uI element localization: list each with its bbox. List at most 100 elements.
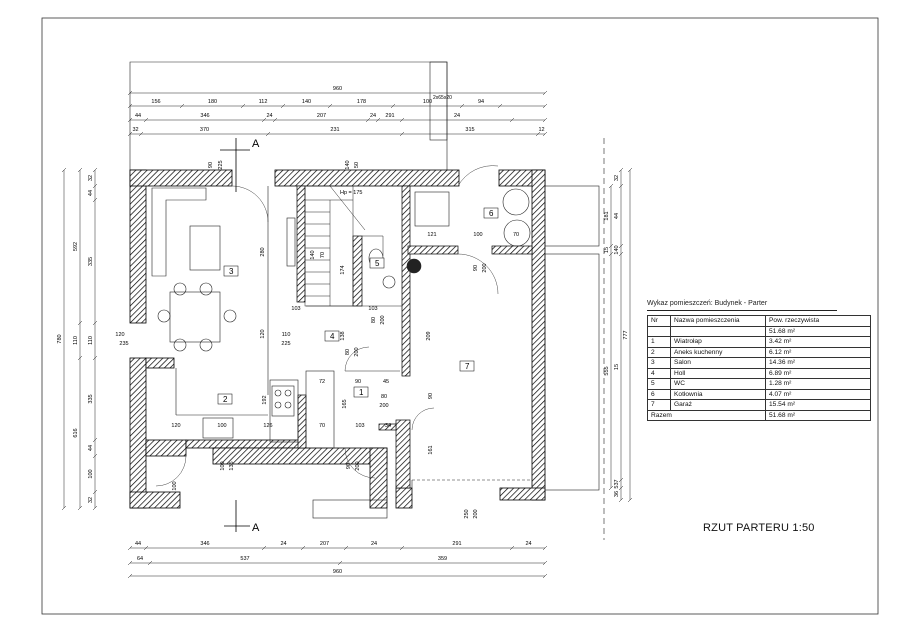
dimension-label: 161 xyxy=(428,445,434,454)
dimension-label: 45 xyxy=(383,379,389,385)
sofa-icon xyxy=(151,187,207,277)
dimension-tick xyxy=(127,117,133,123)
table-row: 5 WC 1.28 m² xyxy=(647,378,871,390)
room-tag-4: 4 xyxy=(330,332,335,341)
dimension-label: 225 xyxy=(218,160,224,169)
dimension-tick xyxy=(92,355,98,361)
dimension-tick xyxy=(535,131,541,137)
dimension-label: 346 xyxy=(200,113,209,119)
dimension-tick xyxy=(280,103,286,109)
dimension-label: 180 xyxy=(208,99,217,105)
dimension-label: 44 xyxy=(135,113,141,119)
table-row: 51.68 m² xyxy=(647,325,871,337)
dimension-label: 156 xyxy=(151,99,160,105)
dimension-tick xyxy=(509,117,515,123)
dimension-label: 90 xyxy=(355,379,361,385)
dimension-label: 616 xyxy=(73,428,79,437)
dimension-tick xyxy=(399,545,405,551)
dimension-label: 960 xyxy=(333,569,342,575)
dimension-label: 200 xyxy=(482,263,488,272)
room-tag-6: 6 xyxy=(489,209,494,218)
dimension-tick xyxy=(127,90,133,96)
dimension-label: 36 xyxy=(614,491,620,497)
stair-note: Hp = 175 xyxy=(340,190,362,196)
dimension-tick xyxy=(542,103,548,109)
dimension-label: 209 xyxy=(426,331,432,340)
coffee-table-icon xyxy=(189,225,221,271)
dimension-tick xyxy=(618,243,624,249)
dimension-label: 80 xyxy=(381,394,387,400)
dimension-label: 103 xyxy=(368,306,377,312)
dimension-label: 64 xyxy=(137,556,143,562)
dimension-tick xyxy=(77,320,83,326)
dimension-tick xyxy=(300,545,306,551)
sheet-frame xyxy=(41,17,879,615)
staircase xyxy=(304,185,384,307)
dining-table-icon xyxy=(169,291,221,343)
dimension-label: 72 xyxy=(319,379,325,385)
dimension-tick xyxy=(77,167,83,173)
dimension-label: 250 xyxy=(464,509,470,518)
dimension-label: 100 xyxy=(473,232,482,238)
dimension-tick xyxy=(92,320,98,326)
dimension-tick xyxy=(542,560,548,566)
dimension-label: 90 xyxy=(428,393,434,399)
dimension-label: 135 xyxy=(229,461,235,470)
dimension-label: 346 xyxy=(200,541,209,547)
dimension-label: 280 xyxy=(260,247,266,256)
room-schedule: Wykaz pomieszczeń: Budynek - Parter Nr N… xyxy=(647,300,871,421)
dimension-tick xyxy=(127,573,133,579)
dimension-tick xyxy=(92,489,98,495)
dimension-label: 120 xyxy=(260,329,266,338)
dimension-label: 537 xyxy=(614,479,620,488)
room-tag-7: 7 xyxy=(465,362,470,371)
dimension-label: 231 xyxy=(330,127,339,133)
table-row: 4 Holl 6.89 m² xyxy=(647,367,871,379)
sink-icon xyxy=(202,417,234,439)
door-swings xyxy=(155,165,499,487)
table-row: 1 Wiatrołap 3.42 m² xyxy=(647,336,871,348)
dimension-tick xyxy=(627,167,633,173)
col-header-nr: Nr xyxy=(647,315,671,327)
dimension-label: 110 xyxy=(88,336,94,345)
dimension-label: 165 xyxy=(342,399,348,408)
exterior-walls xyxy=(129,169,546,509)
dimension-tick xyxy=(127,560,133,566)
dimension-label: 140 xyxy=(614,245,620,254)
dimension-label: 32 xyxy=(132,127,138,133)
partition-lines xyxy=(175,185,600,519)
dimension-label: 32 xyxy=(88,175,94,181)
boiler-icon xyxy=(414,191,450,227)
room-schedule-table: Nr Nazwa pomieszczenia Pow. rzeczywista … xyxy=(647,315,871,421)
dimension-label: 140 xyxy=(310,250,316,259)
washbasin-icon xyxy=(382,275,396,289)
dimension-label: 592 xyxy=(73,242,79,251)
room-tags: 3 2 4 5 1 6 7 xyxy=(217,207,499,405)
table-row: 6 Kotłownia 4.07 m² xyxy=(647,388,871,400)
dimension-label: 44 xyxy=(88,190,94,196)
dimension-tick xyxy=(608,485,614,491)
room-tag-1: 1 xyxy=(359,388,364,397)
dimension-tick xyxy=(459,103,465,109)
dimension-label: 138 xyxy=(340,331,346,340)
dimension-tick xyxy=(92,453,98,459)
col-header-name: Nazwa pomieszczenia xyxy=(670,315,766,327)
boiler-unit-icon xyxy=(406,258,422,274)
dimension-label: 103 xyxy=(291,306,300,312)
dimension-label: 200 xyxy=(354,347,360,356)
tank-icon xyxy=(502,188,530,216)
dimension-label: 94 xyxy=(478,99,484,105)
dimension-label: 50 xyxy=(354,162,360,168)
dimension-label: 90 xyxy=(473,265,479,271)
dimension-tick xyxy=(92,437,98,443)
dimension-label: 24 xyxy=(371,541,377,547)
room-tag-5: 5 xyxy=(375,259,380,268)
dimension-tick xyxy=(138,131,144,137)
dimension-label: 24 xyxy=(370,113,376,119)
roof-outline xyxy=(129,61,448,170)
dimension-tick xyxy=(92,197,98,203)
dimension-tick xyxy=(542,117,548,123)
dimension-tick xyxy=(618,183,624,189)
dimension-label: 120 xyxy=(115,332,124,338)
